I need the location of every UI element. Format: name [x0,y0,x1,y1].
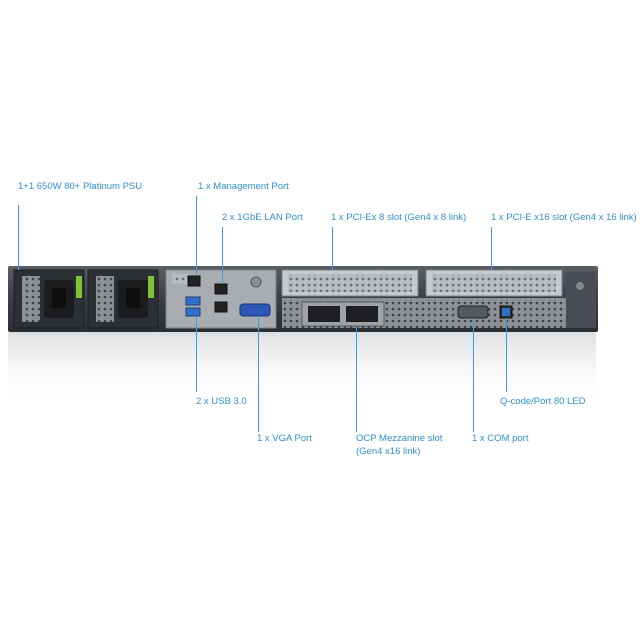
leader-psu [18,205,19,270]
label-pcie-x8: 1 x PCI-Ex 8 slot (Gen4 x 8 link) [331,212,467,223]
label-qcode-led: Q-code/Port 80 LED [500,396,586,407]
vga-port [239,303,271,317]
leader-qcode [506,318,507,392]
label-pcie-x16: 1 x PCI-E x16 slot (Gen4 x 16 link) [491,212,637,223]
leader-ocp [356,326,357,432]
leader-com [473,318,474,432]
label-vga: 1 x VGA Port [257,433,312,444]
usb-port-1 [185,296,201,306]
label-usb: 2 x USB 3.0 [196,396,247,407]
chassis-reflection [8,332,596,402]
label-psu: 1+1 650W 80+ Platinum PSU [18,181,143,192]
psu-module-2 [87,269,159,329]
lan-port-1 [214,283,228,295]
lan-port-2 [214,301,228,313]
leader-lan [222,227,223,284]
management-port [187,275,201,287]
psu-module-1 [13,269,85,329]
label-com-port: 1 x COM port [472,433,529,444]
usb-port-2 [185,307,201,317]
label-ocp-line1: OCP Mezzanine slot [356,433,443,444]
label-ocp-line2: (Gen4 x16 link) [356,446,421,457]
leader-pcie-x16 [491,227,492,270]
leader-usb [196,316,197,392]
leader-pcie-x8 [332,227,333,270]
leader-vga [258,316,259,432]
leader-management [196,196,197,274]
label-lan-port: 2 x 1GbE LAN Port [222,212,303,223]
com-port [457,305,489,319]
label-management-port: 1 x Management Port [198,181,289,192]
